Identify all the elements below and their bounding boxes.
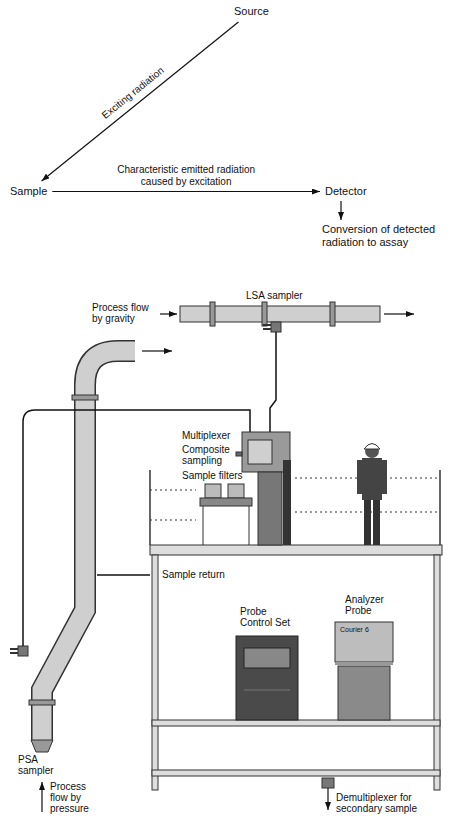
psa-sampler-body	[31, 740, 53, 752]
part-label: Analyzer Probe	[345, 594, 395, 616]
part-label: Demultiplexer for secondary sample	[336, 792, 436, 814]
pipe-flange	[72, 395, 98, 400]
pipe-flange	[330, 302, 335, 326]
frame-post	[152, 555, 158, 790]
sampler-valve	[271, 322, 281, 332]
tray-leg	[249, 506, 250, 545]
multiplexer-panel	[248, 440, 272, 464]
demultiplexer-box	[322, 778, 334, 788]
control-panel	[244, 648, 290, 668]
arm	[382, 460, 387, 494]
valve-lever	[10, 648, 18, 650]
flow-arrow	[384, 313, 414, 314]
pipe-flange	[262, 302, 267, 326]
psa-valve	[18, 646, 28, 656]
output-arrow	[327, 788, 328, 810]
pipe-flange	[29, 700, 55, 705]
body	[362, 458, 382, 500]
connector	[52, 191, 320, 192]
valve-lever	[263, 324, 271, 326]
part-label: Sample return	[162, 569, 225, 580]
valve-lever	[10, 652, 18, 654]
flow-arrow	[41, 782, 42, 812]
part-label: Sample filters	[182, 470, 243, 481]
railing	[150, 520, 196, 521]
railing-post	[439, 470, 441, 545]
head	[365, 444, 379, 458]
leg	[373, 500, 380, 545]
node-text: Sample	[10, 185, 47, 198]
analyzer-base	[338, 666, 390, 720]
multiplexer-box	[242, 432, 290, 472]
part-label: Composite sampling	[182, 444, 236, 466]
return-line	[97, 574, 150, 576]
text-node: Source	[232, 4, 271, 19]
node-text: Source	[234, 5, 269, 18]
part-label: Process flow by gravity	[92, 302, 156, 324]
railing-post	[149, 470, 151, 545]
tray-leg	[203, 506, 204, 545]
sample-line	[23, 410, 250, 646]
platform-deck	[150, 545, 442, 555]
text-node: Sample	[8, 184, 49, 199]
lsa-sampler	[180, 302, 380, 332]
control-cabinet	[236, 636, 298, 720]
railing	[150, 490, 196, 491]
node-text: Detector	[325, 185, 367, 198]
flow-arrow	[142, 350, 172, 351]
multiplexer-stand	[258, 472, 282, 545]
cabinet-seam	[244, 690, 290, 691]
part-label: Courier 6	[340, 626, 369, 634]
edge-label: Exciting radiation	[99, 64, 167, 122]
part-label: Multiplexer	[182, 430, 230, 441]
pipe-flange	[210, 302, 215, 326]
text-node: Conversion of detected radiation to assa…	[320, 222, 454, 250]
text-node: Detector	[323, 184, 369, 199]
frame-shelf	[152, 720, 440, 726]
valve-lever	[263, 328, 271, 330]
frame-post	[434, 555, 440, 790]
arm	[357, 460, 362, 494]
node-text: Conversion of detected radiation to assa…	[322, 223, 452, 249]
connector	[42, 22, 239, 181]
analyzer-seam	[335, 664, 393, 665]
part-label: LSA sampler	[246, 290, 303, 301]
leg	[364, 500, 371, 545]
filter-tray	[200, 498, 252, 506]
part-label: Process flow by pressure	[50, 781, 100, 814]
part-label: Probe Control Set	[240, 606, 300, 628]
drain-pipe	[283, 460, 291, 545]
filter-canister	[228, 484, 244, 498]
hard-hat	[364, 444, 380, 450]
flow-arrow	[160, 313, 177, 314]
operator-figure	[357, 444, 387, 546]
filter-canister	[205, 484, 221, 498]
connector	[340, 201, 341, 220]
part-label: PSA sampler	[18, 754, 64, 776]
composite-tube	[236, 452, 242, 456]
analyzer-head	[335, 622, 393, 662]
sample-line	[270, 332, 276, 432]
frame-shelf	[152, 770, 440, 776]
edge-label: Characteristic emitted radiation caused …	[105, 164, 267, 188]
